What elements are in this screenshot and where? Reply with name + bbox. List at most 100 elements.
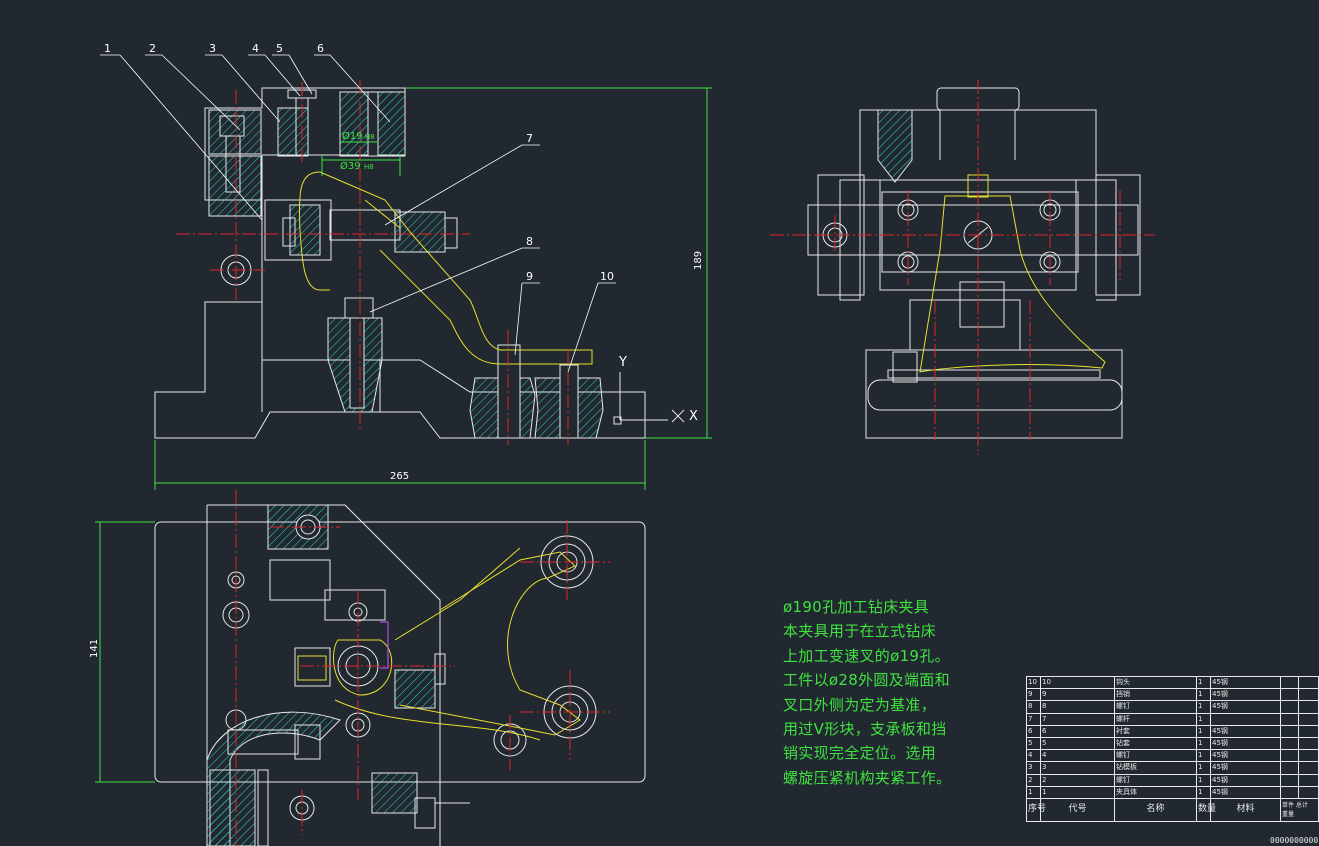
bom-cell-material: 45钢 <box>1210 736 1281 751</box>
dim-dia-19: Ø19 <box>342 130 363 142</box>
clamp-nut-hatch <box>394 211 446 253</box>
bom-cell-name: 挡销 <box>1114 688 1197 702</box>
bom-header-name: 名称 <box>1114 797 1197 822</box>
bom-header-unit: 单件 <box>1282 801 1295 809</box>
note-line: 销实现完全定位。选用 <box>783 744 937 763</box>
note-line: 本夹具用于在立式钻床 <box>783 622 937 641</box>
note-line: 叉口外侧为定为基准， <box>783 695 937 714</box>
bom-cell-qty: 1 <box>1196 773 1211 787</box>
bom-cell-empty <box>1280 700 1299 714</box>
bom-cell-name: 钻套 <box>1114 736 1197 751</box>
ucs-x-label: X <box>689 409 698 424</box>
drill-plate-mid <box>277 107 309 157</box>
bom-cell-seq: 7 <box>1026 712 1041 726</box>
bom-cell-seq: 3 <box>1026 761 1041 775</box>
workpiece-plan <box>297 547 581 741</box>
bom-cell-empty <box>1280 736 1299 751</box>
bom-footer-code: 0000000000 <box>1270 836 1319 845</box>
bom-cell-qty: 1 <box>1196 675 1211 690</box>
bom-header-material: 材料 <box>1210 797 1281 822</box>
note-line: 用过V形块，支承板和挡 <box>783 720 947 739</box>
bom-cell-name: 钻模板 <box>1114 761 1197 775</box>
bom-cell-empty <box>1298 736 1319 751</box>
bom-cell-qty: 1 <box>1196 736 1211 751</box>
bom-cell-qty: 1 <box>1196 688 1211 702</box>
bom-cell-code: 9 <box>1040 688 1115 702</box>
bom-cell-code: 8 <box>1040 700 1115 714</box>
body-hatch-left <box>208 155 262 217</box>
bom-cell-empty <box>1280 675 1299 690</box>
bom-cell-code: 2 <box>1040 773 1115 787</box>
bom-header-weight: 单件 总计重量 <box>1280 797 1319 822</box>
note-line: 螺旋压紧机构夹紧工作。 <box>783 768 952 787</box>
bom-cell-empty <box>1298 785 1319 799</box>
bom-cell-name: 钩头 <box>1114 675 1197 690</box>
callout-6: 6 <box>317 42 324 55</box>
fixture-body-outline <box>154 87 646 439</box>
note-line: ø190孔加工钻床夹具 <box>783 598 930 616</box>
bom-cell-seq: 10 <box>1026 675 1041 690</box>
bom-cell-empty <box>1298 675 1319 690</box>
bom-cell-qty: 1 <box>1196 724 1211 738</box>
bom-header-qty: 数量 <box>1196 797 1216 822</box>
bom-cell-code: 5 <box>1040 736 1115 751</box>
bom-cell-name: 夹具体 <box>1114 785 1197 799</box>
bom-cell-empty <box>1298 749 1319 763</box>
side-centerlines <box>770 80 1155 455</box>
bom-cell-empty <box>1280 688 1299 702</box>
callout-leaders <box>100 54 616 373</box>
bom-header-code: 代号 <box>1040 797 1115 822</box>
bom-cell-empty <box>1298 712 1319 726</box>
front-dimensions <box>154 87 712 490</box>
bom-cell-seq: 4 <box>1026 749 1041 763</box>
bom-cell-empty <box>1298 724 1319 738</box>
bom-cell-material: 45钢 <box>1210 749 1281 763</box>
bom-cell-material <box>1210 712 1281 726</box>
bom-cell-empty <box>1280 749 1299 763</box>
callout-5: 5 <box>276 42 283 55</box>
bom-cell-empty <box>1280 761 1299 775</box>
note-line: 上加工变速叉的ø19孔。 <box>783 646 950 665</box>
bom-cell-empty <box>1280 785 1299 799</box>
bom-header-total: 总计 <box>1295 801 1308 809</box>
bom-cell-empty <box>1298 773 1319 787</box>
plan-hatch-foot <box>209 769 256 846</box>
bom-cell-name: 螺杆 <box>1114 712 1197 726</box>
workpiece-front <box>298 171 593 365</box>
bom-cell-name: 螺钉 <box>1114 700 1197 714</box>
dim-dia-39: Ø39 <box>340 160 361 172</box>
bushing-left <box>339 91 369 157</box>
callout-4: 4 <box>252 42 259 55</box>
ucs-y-label: Y <box>618 355 627 370</box>
callout-1: 1 <box>104 42 111 55</box>
bom-cell-name: 螺钉 <box>1114 773 1197 787</box>
bom-header-seq: 序号 <box>1026 797 1046 822</box>
bushing-right <box>377 91 406 157</box>
bom-cell-seq: 9 <box>1026 688 1041 702</box>
dim-dia-19-tol: H8 <box>365 133 375 141</box>
drill-plate-left <box>208 109 262 155</box>
bom-cell-name: 衬套 <box>1114 724 1197 738</box>
bom-cell-material: 45钢 <box>1210 688 1281 702</box>
bom-cell-material: 45钢 <box>1210 675 1281 690</box>
bom-cell-code: 7 <box>1040 712 1115 726</box>
bom-cell-qty: 1 <box>1196 749 1211 763</box>
bom-cell-code: 4 <box>1040 749 1115 763</box>
bom-header-weight-label: 重量 <box>1282 810 1295 818</box>
side-view <box>807 87 1141 439</box>
design-note: ø190孔加工钻床夹具 本夹具用于在立式钻床 上加工变速叉的ø19孔。 工件以ø… <box>783 595 1003 790</box>
bom-cell-empty <box>1280 724 1299 738</box>
callout-7: 7 <box>526 132 533 145</box>
ucs-icon <box>613 372 685 425</box>
dim-width-265: 265 <box>390 471 409 482</box>
bom-cell-material: 45钢 <box>1210 761 1281 775</box>
